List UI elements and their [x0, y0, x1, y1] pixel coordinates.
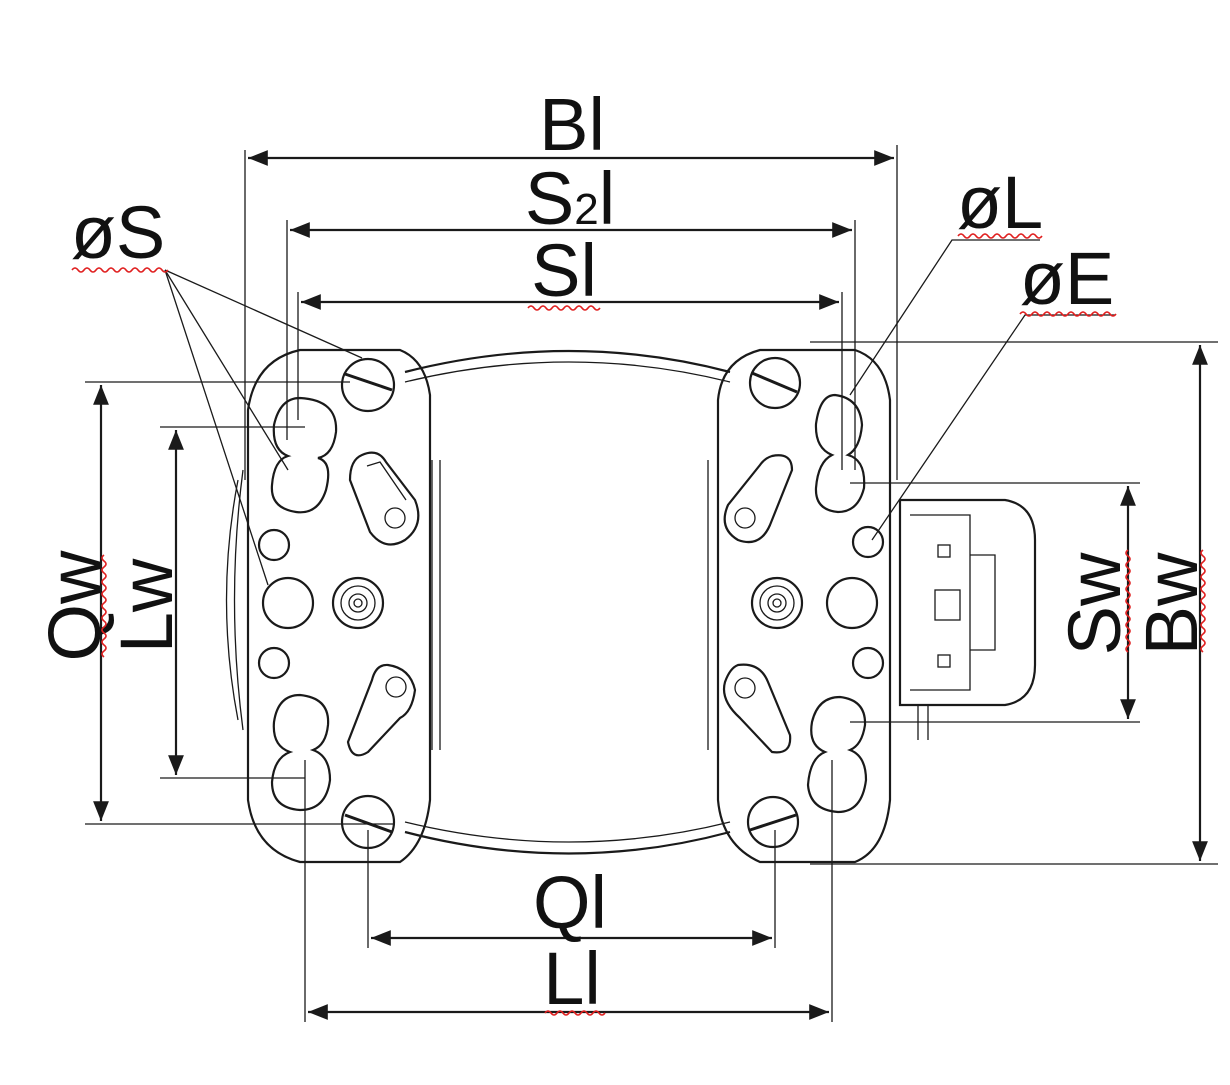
- label-lw: Lw: [105, 558, 188, 653]
- label-oe: øE: [1020, 237, 1115, 320]
- label-s2l-tail: l: [599, 157, 615, 240]
- label-bw: Bw: [1130, 552, 1213, 655]
- label-sl: Sl: [531, 229, 597, 312]
- dimension-lines: [93, 150, 1208, 1020]
- right-plate-features: [722, 356, 885, 849]
- label-ol: øL: [957, 161, 1043, 244]
- label-sw: Sw: [1053, 552, 1136, 655]
- spellcheck-underlines: [71, 233, 1206, 1016]
- label-s2l: S2l: [525, 157, 615, 240]
- extension-lines: [85, 145, 1218, 1022]
- label-s2l-main: S: [525, 157, 574, 240]
- left-plate-features: [257, 357, 420, 850]
- label-ql: Ql: [533, 861, 607, 944]
- part-outline: [225, 348, 1037, 864]
- label-s2l-subscript: 2: [574, 185, 598, 234]
- label-bl: Bl: [539, 83, 605, 166]
- label-ll: Ll: [543, 937, 601, 1020]
- label-os: øS: [71, 191, 166, 274]
